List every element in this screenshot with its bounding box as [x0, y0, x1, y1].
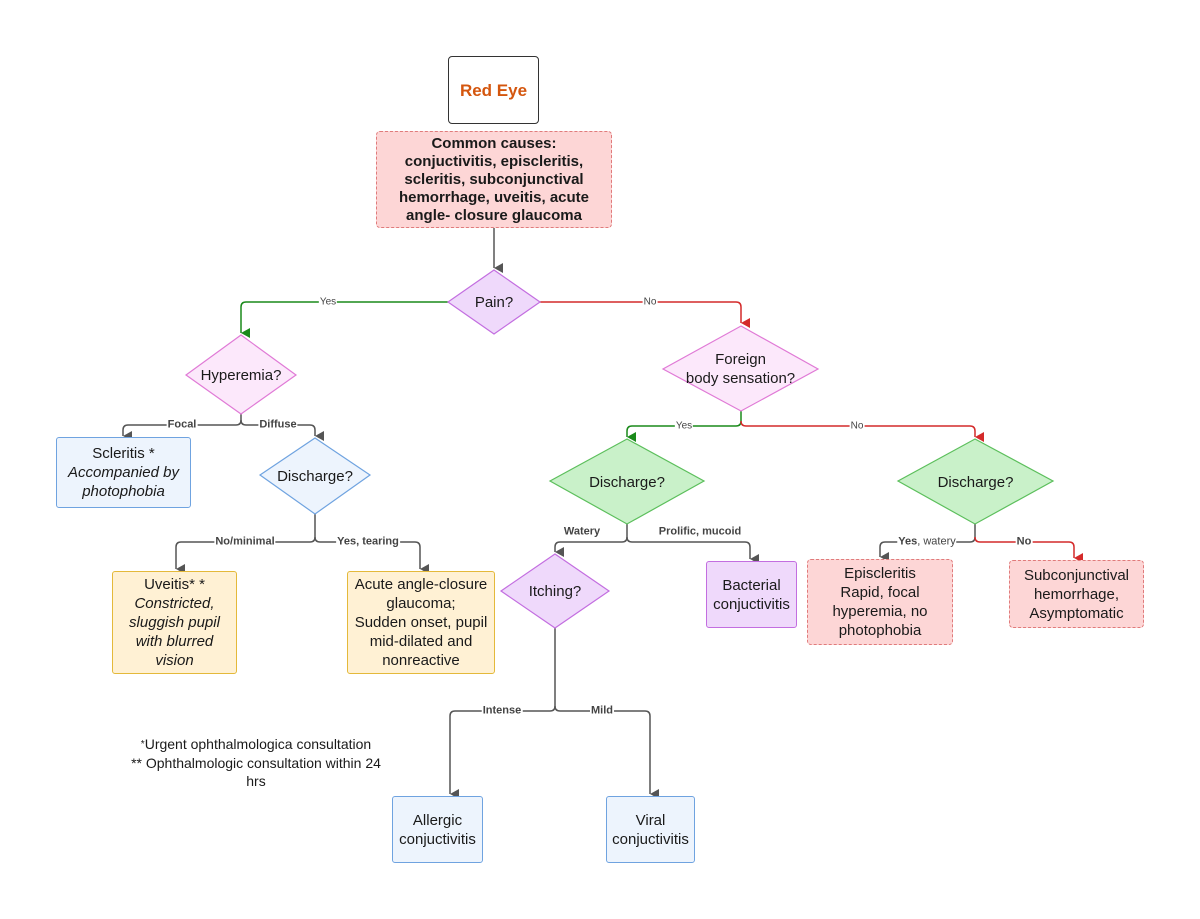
episcleritis-line-2: Rapid, focal	[840, 584, 920, 601]
edge-label-mild: Mild	[590, 704, 614, 718]
uveitis-box: Uveitis* * Constricted, sluggish pupil w…	[112, 571, 237, 674]
edge-label-pain-no: No	[642, 295, 658, 309]
episcleritis-box: Episcleritis Rapid, focal hyperemia, no …	[807, 559, 953, 645]
discharge-diamond-yes	[548, 438, 706, 525]
edge-label-intense: Intense	[481, 704, 523, 718]
edge-discharge-prolific	[626, 536, 759, 564]
foreign-body-line-1: Foreign	[715, 351, 766, 368]
viral-line-1: Viral	[635, 811, 666, 829]
glaucoma-line-4: mid-dilated and	[369, 633, 473, 650]
discharge-label-no: Discharge?	[937, 473, 1014, 491]
glaucoma-box: Acute angle-closure glaucoma; Sudden ons…	[347, 571, 495, 674]
foreign-body-label: Foreign body sensation?	[663, 345, 818, 393]
edge-label-diffuse: Diffuse	[258, 418, 298, 432]
subconjunctival-line-2: hemorrhage,	[1033, 585, 1120, 603]
edge-foreign-no	[740, 420, 984, 442]
hyperemia-label: Hyperemia?	[200, 366, 282, 384]
episcleritis-line-1: Episcleritis	[844, 565, 916, 582]
edge-pain-yes	[240, 301, 448, 338]
episcleritis-line-3: hyperemia, no	[832, 603, 928, 620]
root-node: Red Eye	[448, 56, 539, 124]
viral-box: Viral conjuctivitis	[606, 796, 695, 863]
itching-diamond	[499, 553, 611, 629]
discharge-label-yes: Discharge?	[589, 473, 665, 491]
edge-itching-mild	[554, 705, 659, 799]
edge-label-pain-yes: Yes	[318, 295, 338, 309]
edge-label-watery: Watery	[562, 525, 602, 539]
edge-discharge-yestearing	[314, 536, 429, 574]
causes-line-1: conjuctivitis, episcleritis,	[404, 152, 584, 170]
allergic-line-2: conjuctivitis	[399, 830, 476, 848]
edge-label-foreign-yes: Yes	[674, 419, 694, 433]
allergic-box: Allergic conjuctivitis	[392, 796, 483, 863]
footnote-line-2: ** Ophthalmologic consultation within 24	[131, 755, 381, 771]
uveitis-note-4: vision	[155, 652, 194, 669]
uveitis-note-1: Constricted,	[134, 595, 215, 612]
edge-label-yes-tearing: Yes, tearing	[336, 535, 400, 549]
pain-label: Pain?	[474, 293, 514, 311]
discharge-diamond-no	[896, 438, 1055, 525]
edge-label-discharge-no: No	[1015, 535, 1033, 549]
foreign-body-diamond	[661, 325, 820, 412]
pain-diamond	[446, 269, 542, 335]
footnote-line-1: *Urgent ophthalmologica consultation	[110, 735, 402, 754]
edge-label-prolific-mucoid: Prolific, mucoid	[657, 525, 743, 539]
uveitis-title: Uveitis* *	[144, 576, 205, 593]
scleritis-box: Scleritis * Accompanied by photophobia	[56, 437, 191, 508]
edge-label-foreign-no: No	[849, 419, 865, 433]
edge-label-no-minimal: No/minimal	[214, 535, 276, 549]
glaucoma-line-1: Acute angle-closure	[354, 576, 488, 593]
scleritis-note-1: Accompanied by	[68, 464, 179, 481]
scleritis-title: Scleritis *	[92, 445, 155, 462]
subconjunctival-line-1: Subconjunctival	[1023, 566, 1130, 584]
discharge-diamond-hyperemia	[258, 437, 372, 515]
hyperemia-diamond	[184, 334, 298, 415]
footnote-mark: *	[140, 739, 145, 750]
edge-label-yes-watery: Yes, watery	[897, 535, 957, 549]
edge-pain-no	[540, 301, 750, 328]
edge-label-yes-watery-rest: , watery	[917, 535, 956, 548]
glaucoma-line-2: glaucoma;	[386, 595, 456, 612]
subconjunctival-box: Subconjunctival hemorrhage, Asymptomatic	[1009, 560, 1144, 628]
glaucoma-line-5: nonreactive	[382, 652, 460, 669]
bacterial-line-1: Bacterial	[722, 576, 781, 594]
subconjunctival-line-3: Asymptomatic	[1029, 604, 1124, 622]
causes-line-3: hemorrhage, uveitis, acute	[398, 188, 590, 206]
scleritis-note-2: photophobia	[82, 483, 165, 500]
foreign-body-line-2: body sensation?	[685, 370, 796, 387]
causes-line-4: angle- closure glaucoma	[406, 206, 582, 224]
glaucoma-line-3: Sudden onset, pupil	[354, 614, 488, 631]
causes-heading: Common causes:	[431, 134, 557, 152]
itching-label: Itching?	[528, 582, 582, 600]
episcleritis-line-4: photophobia	[838, 622, 922, 639]
edge-discharge-no	[974, 536, 1083, 563]
edge-label-yes-watery-bold: Yes	[898, 535, 918, 548]
viral-line-2: conjuctivitis	[612, 830, 689, 848]
common-causes-box: Common causes: conjuctivitis, episclerit…	[376, 131, 612, 228]
edge-hyperemia-diffuse	[240, 419, 324, 441]
footnotes: *Urgent ophthalmologica consultation ** …	[110, 735, 402, 790]
causes-line-2: scleritis, subconjunctival	[404, 170, 584, 188]
bacterial-box: Bacterial conjuctivitis	[706, 561, 797, 628]
discharge-label-hyperemia: Discharge?	[277, 467, 353, 485]
uveitis-note-2: sluggish pupil	[129, 614, 220, 631]
uveitis-note-3: with blurred	[135, 633, 214, 650]
allergic-line-1: Allergic	[412, 811, 463, 829]
edge-label-focal: Focal	[166, 418, 198, 432]
footnote-line-3: hrs	[246, 773, 266, 789]
root-title: Red Eye	[459, 80, 528, 100]
bacterial-line-2: conjuctivitis	[713, 595, 790, 613]
footnote-line-1-text: Urgent ophthalmologica consultation	[144, 736, 372, 752]
